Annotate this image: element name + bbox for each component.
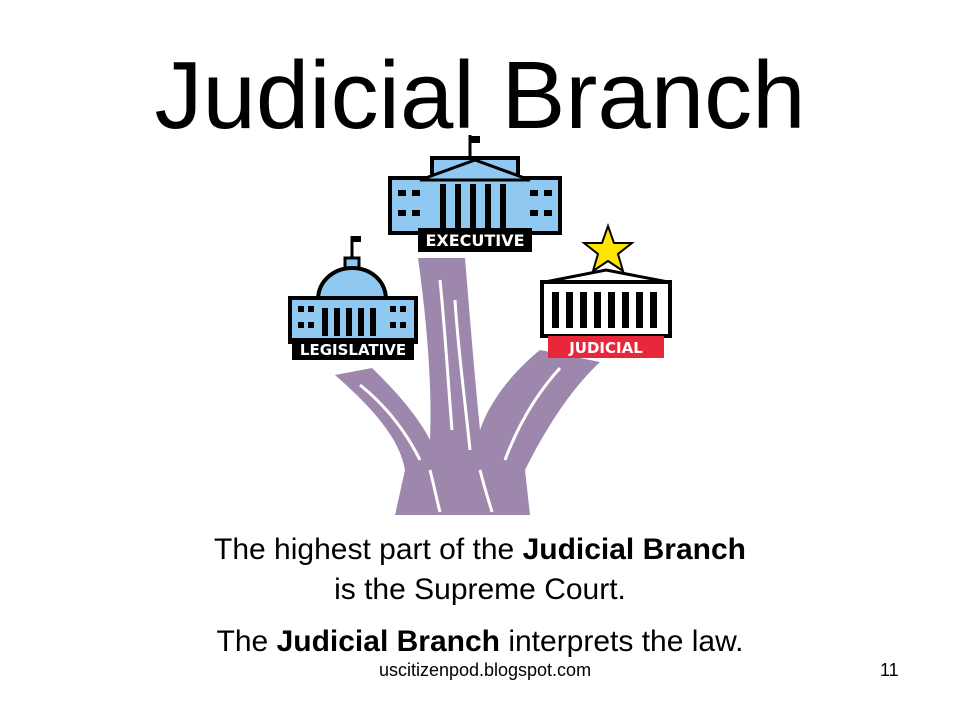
legislative-label: LEGISLATIVE xyxy=(300,341,406,359)
line2-pre: The xyxy=(216,625,277,658)
line1-bold: Judicial Branch xyxy=(522,533,746,566)
slide-title: Judicial Branch xyxy=(154,42,806,149)
three-branches-tree-illustration: EXECUTIVE LEGISLATIVE JUD xyxy=(288,135,672,515)
executive-label: EXECUTIVE xyxy=(425,231,524,250)
page-number: 11 xyxy=(880,660,899,680)
body-line-2: The Judicial Branch interprets the law. xyxy=(0,622,960,662)
body-line-1: The highest part of the Judicial Branch … xyxy=(140,530,820,610)
line2-post: interprets the law. xyxy=(499,625,744,658)
line1-post: is the Supreme Court. xyxy=(334,573,626,606)
line2-bold: Judicial Branch xyxy=(276,625,500,658)
tree-trunk xyxy=(335,258,600,515)
star-icon xyxy=(581,222,635,274)
line1-pre: The highest part of the xyxy=(214,533,523,566)
judicial-label: JUDICIAL xyxy=(568,339,643,357)
tree-bark-lines xyxy=(359,279,562,513)
slide-body: The highest part of the Judicial Branch … xyxy=(0,530,960,662)
legislative-building: LEGISLATIVE xyxy=(288,236,418,360)
executive-building: EXECUTIVE xyxy=(388,135,562,252)
footer-source: uscitizenpod.blogspot.com xyxy=(378,660,592,680)
judicial-building: JUDICIAL xyxy=(540,222,672,358)
